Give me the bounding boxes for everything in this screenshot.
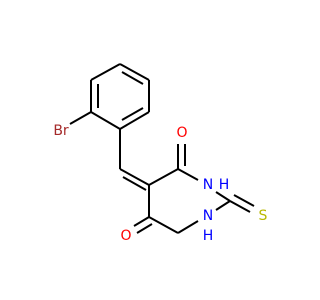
- bond-ring-4: [119, 111, 150, 130]
- bond-c2-s: [229, 200, 251, 213]
- bond-c-br: [69, 111, 92, 125]
- bond-c6-c5: [148, 216, 179, 234]
- bond-c2-s-2: [233, 194, 255, 207]
- atom-n-top: N: [203, 177, 213, 193]
- atom-o-bottom: O: [120, 228, 131, 244]
- bond-ch-c5-inner: [122, 176, 147, 191]
- bond-c6-o-bottom-2: [136, 223, 153, 234]
- bond-ring-2: [119, 63, 150, 81]
- bond-c2-n1: [215, 200, 231, 211]
- molecule-structure-diagram: Br O N H N H O S: [53, 63, 268, 244]
- atom-h-bottom: H: [203, 228, 214, 244]
- atom-n-bottom: N: [203, 208, 213, 224]
- atom-o-top: O: [176, 125, 187, 141]
- atom-s: S: [259, 208, 268, 224]
- bond-ring-2-inner: [121, 71, 144, 85]
- bond-c6-o-bottom: [133, 216, 150, 227]
- bond-ring-5: [90, 111, 121, 130]
- atom-labels: Br O N H N H O S: [53, 123, 267, 244]
- atom-h-top: H: [219, 177, 230, 193]
- bond-c4-n3: [177, 168, 199, 181]
- bonds: [69, 63, 255, 234]
- atom-br: Br: [53, 123, 69, 139]
- bond-ring-4-inner: [121, 107, 144, 121]
- bond-ch-c5: [119, 168, 150, 186]
- bond-n1-c6: [177, 220, 199, 234]
- bond-n3-c2: [215, 191, 231, 202]
- bond-ring-1: [90, 63, 121, 81]
- bond-c5-c4: [148, 168, 179, 186]
